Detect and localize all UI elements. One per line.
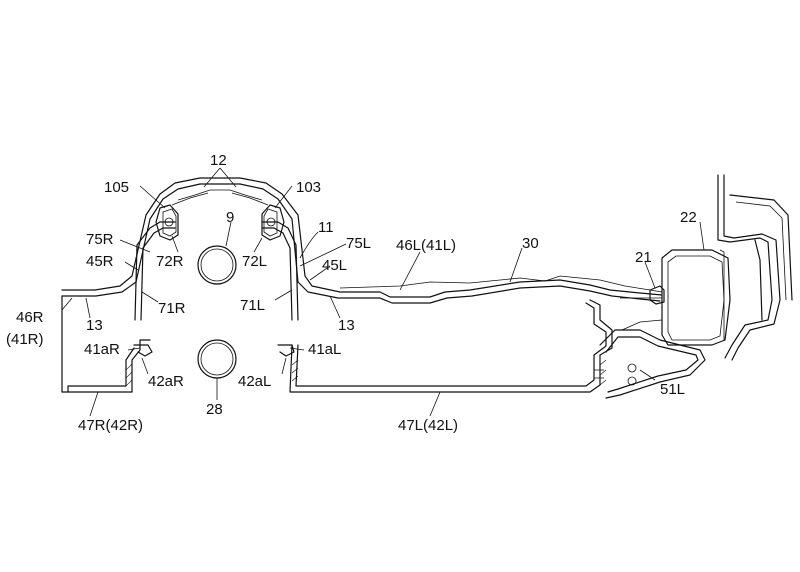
floor-panel-30 — [339, 275, 665, 331]
label-28: 28 — [206, 401, 223, 418]
label-75L: 75L — [346, 235, 371, 252]
side-sill — [594, 329, 706, 399]
label-105: 105 — [104, 179, 129, 196]
reference-labels: 12 105 103 9 11 75R 75L 45R 45L 72R 72L … — [6, 152, 697, 434]
label-41R: (41R) — [6, 331, 44, 348]
label-42aR: 42aR — [148, 373, 184, 390]
pipes — [197, 245, 237, 379]
label-12: 12 — [210, 152, 227, 169]
label-13-right: 13 — [338, 317, 355, 334]
label-75R: 75R — [86, 231, 114, 248]
left-side-frame — [61, 295, 153, 393]
label-71R: 71R — [158, 300, 186, 317]
label-72R: 72R — [156, 253, 184, 270]
label-72L: 72L — [242, 253, 267, 270]
label-11: 11 — [318, 219, 334, 236]
label-46L-41L: 46L(41L) — [396, 237, 456, 254]
label-47L-42L: 47L(42L) — [398, 417, 458, 434]
label-41aR: 41aR — [84, 341, 120, 358]
label-45R: 45R — [86, 253, 114, 270]
body-pillar — [661, 174, 793, 361]
label-13-left: 13 — [86, 317, 103, 334]
label-71L: 71L — [240, 297, 265, 314]
floor-tunnel — [61, 177, 663, 321]
label-51L: 51L — [660, 381, 685, 398]
label-21: 21 — [635, 249, 652, 266]
label-45L: 45L — [322, 257, 347, 274]
label-46R: 46R — [16, 309, 44, 326]
label-42aL: 42aL — [238, 373, 271, 390]
label-47R-42R: 47R(42R) — [78, 417, 143, 434]
label-41aL: 41aL — [308, 341, 341, 358]
label-30: 30 — [522, 235, 539, 252]
label-103: 103 — [296, 179, 321, 196]
leader-lines — [61, 167, 705, 417]
label-22: 22 — [680, 209, 697, 226]
label-9: 9 — [226, 209, 234, 226]
tunnel-brackets — [155, 204, 285, 241]
